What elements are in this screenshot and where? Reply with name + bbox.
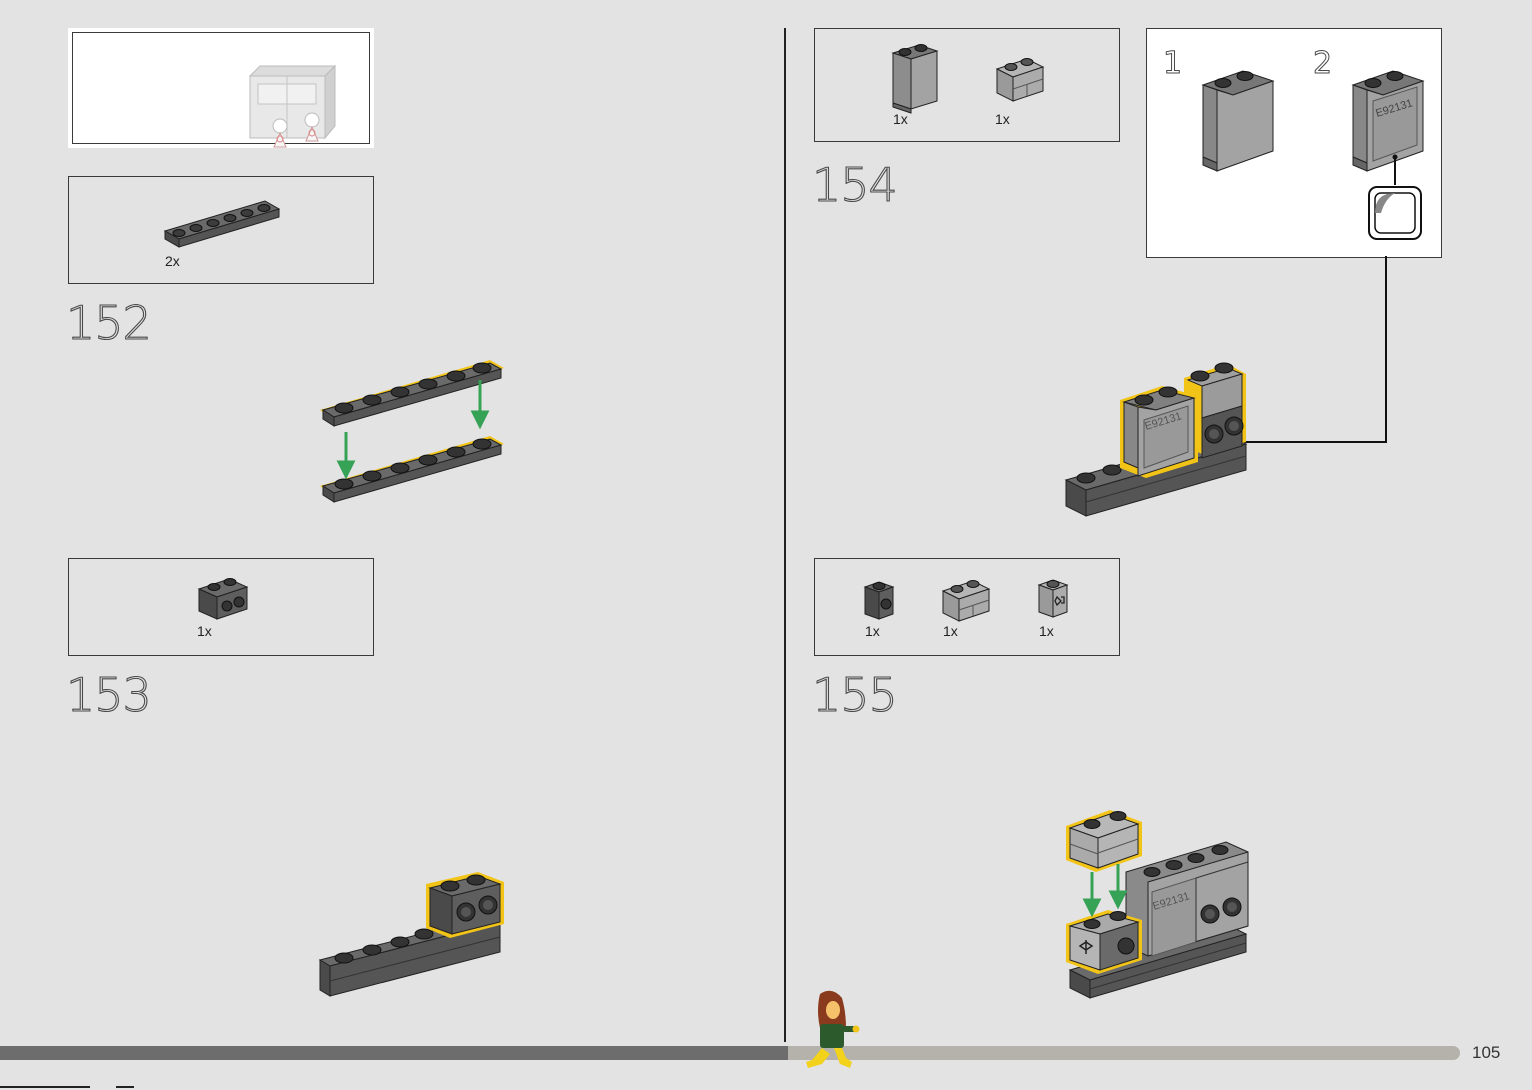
step-number-154: 154 [812,162,897,208]
step-154-assembly-illustration: E92131 [1064,344,1264,524]
plate-1x6-dark-icon [69,177,375,285]
step-153-assembly-illustration [316,868,516,1008]
step-153-parts-box: 1x [68,558,374,656]
part-quantity: 2x [165,253,180,269]
part-quantity: 1x [995,111,1010,127]
part-quantity: 1x [197,623,212,639]
leader-line [1394,157,1396,185]
progress-bar-track [0,1046,1460,1060]
page-number: 105 [1472,1043,1500,1063]
footer-mark [116,1086,134,1088]
page-divider [784,28,786,1042]
part-quantity: 1x [1039,623,1054,639]
model-preview-icon [68,28,374,148]
step-155-assembly-illustration: E92131 [1064,796,1264,1006]
brick-1x2-studs-side-icon [69,559,375,657]
step-155-parts-box: 1x 1x 1x [814,558,1120,656]
progress-bar-fill [0,1046,788,1060]
step-number-152: 152 [66,300,151,346]
sticker-callout-box: 1 2 E92131 [1146,28,1442,258]
step-152-parts-box: 2x [68,176,374,284]
sub-step-number: 2 [1313,49,1332,79]
green-arrow-icon [1085,864,1125,914]
sub-step-number: 1 [1163,49,1182,79]
part-quantity: 1x [893,111,908,127]
step-number-153: 153 [66,672,151,718]
model-preview-box [68,28,374,148]
panel-with-sticker-icon: E92131 [1347,65,1437,175]
step-number-155: 155 [812,672,897,718]
sticker-peel-icon [1367,185,1423,241]
step-152-assembly-illustration [316,340,516,520]
footer-rule [0,1086,90,1088]
part-quantity: 1x [865,623,880,639]
minifigure-icon [806,990,866,1076]
panel-plain-icon [1197,65,1287,175]
part-quantity: 1x [943,623,958,639]
step-154-parts-box: 1x 1x [814,28,1120,142]
